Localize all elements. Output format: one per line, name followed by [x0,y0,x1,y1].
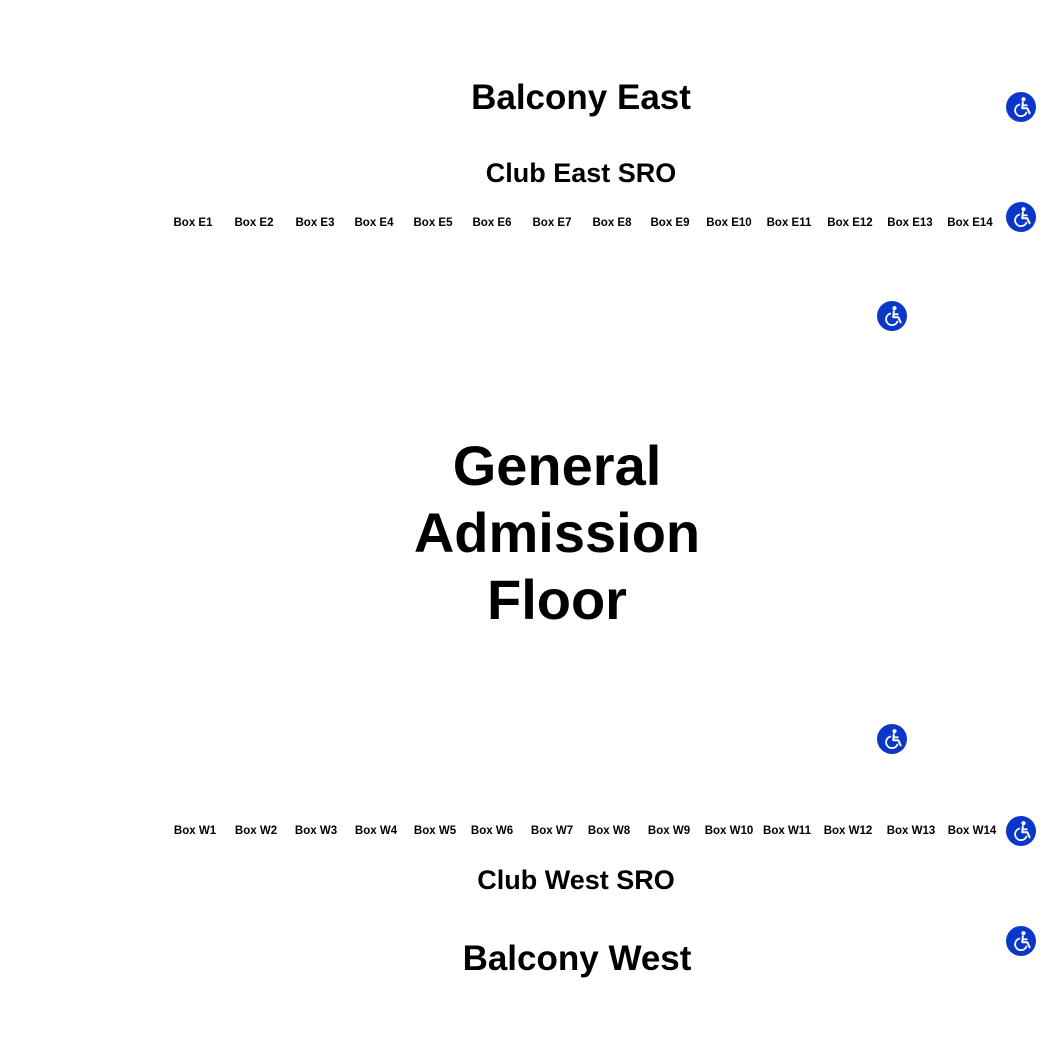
box-w13[interactable]: Box W13 [886,825,936,837]
wheelchair-icon[interactable] [877,724,907,754]
wheelchair-icon[interactable] [1006,926,1036,956]
box-e8[interactable]: Box E8 [592,217,632,229]
box-e7[interactable]: Box E7 [532,217,572,229]
floor-label-line-3: Floor [487,568,627,631]
wheelchair-icon[interactable] [877,301,907,331]
general-admission-floor-label[interactable]: General Admission Floor [347,432,767,633]
wheelchair-icon[interactable] [1006,816,1036,846]
box-e9[interactable]: Box E9 [650,217,690,229]
balcony-west-label[interactable]: Balcony West [462,939,692,978]
club-west-label[interactable]: Club West SRO [477,865,675,895]
wheelchair-glyph [885,306,902,326]
box-w7[interactable]: Box W7 [530,825,574,837]
box-w14[interactable]: Box W14 [947,825,997,837]
club-east-label[interactable]: Club East SRO [485,158,677,188]
wheelchair-glyph [885,729,902,749]
box-w1[interactable]: Box W1 [173,825,217,837]
box-e4[interactable]: Box E4 [354,217,394,229]
wheelchair-icon[interactable] [1006,202,1036,232]
box-w3[interactable]: Box W3 [294,825,338,837]
east-box-row: Box E1 Box E2 Box E3 Box E4 Box E5 Box E… [0,213,1050,233]
wheelchair-glyph [1014,931,1031,951]
box-w12[interactable]: Box W12 [823,825,873,837]
box-e2[interactable]: Box E2 [234,217,274,229]
wheelchair-glyph [1014,207,1031,227]
box-w11[interactable]: Box W11 [763,825,811,837]
wheelchair-glyph [1014,97,1031,117]
box-e10[interactable]: Box E10 [706,217,752,229]
wheelchair-glyph [1014,821,1031,841]
box-e3[interactable]: Box E3 [295,217,335,229]
box-e1[interactable]: Box E1 [173,217,213,229]
box-w8[interactable]: Box W8 [587,825,631,837]
box-e11[interactable]: Box E11 [766,217,812,229]
floor-label-line-1: General [452,434,662,497]
box-e6[interactable]: Box E6 [472,217,512,229]
wheelchair-icon[interactable] [1006,92,1036,122]
balcony-east-label[interactable]: Balcony East [471,78,691,117]
floor-label-line-2: Admission [413,501,701,564]
box-w10[interactable]: Box W10 [704,825,754,837]
box-e12[interactable]: Box E12 [827,217,873,229]
box-w5[interactable]: Box W5 [413,825,457,837]
box-e14[interactable]: Box E14 [947,217,993,229]
box-w4[interactable]: Box W4 [354,825,398,837]
box-e5[interactable]: Box E5 [413,217,453,229]
box-w9[interactable]: Box W9 [647,825,691,837]
west-box-row: Box W1 Box W2 Box W3 Box W4 Box W5 Box W… [0,821,1050,841]
box-w2[interactable]: Box W2 [234,825,278,837]
box-e13[interactable]: Box E13 [887,217,933,229]
box-w6[interactable]: Box W6 [470,825,514,837]
